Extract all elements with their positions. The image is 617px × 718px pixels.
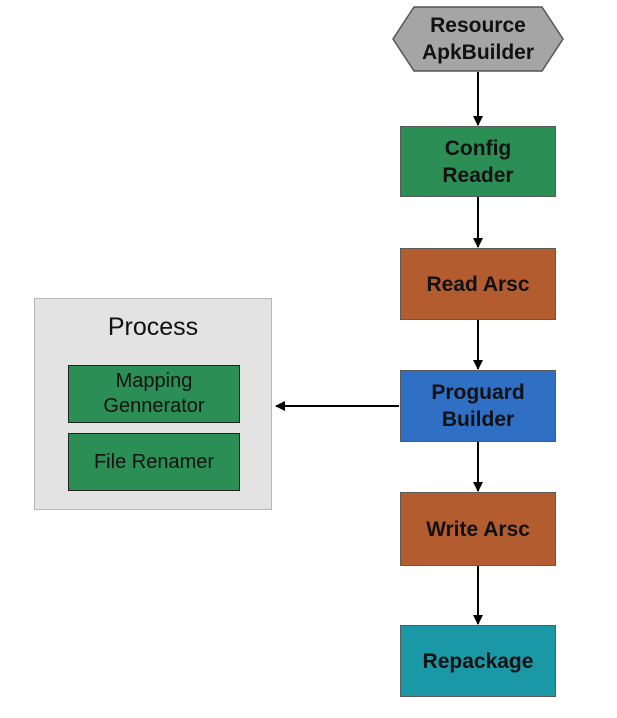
hexagon-shape [392,6,564,72]
process-group: Process Mapping Gennerator File Renamer [34,298,272,510]
start-node-label: Resource ApkBuilder [421,14,534,64]
step-repackage: Repackage [400,625,556,697]
start-node-resource-apkbuilder: Resource ApkBuilder [392,6,564,72]
step-write-arsc: Write Arsc [400,492,556,566]
step-proguard-builder: Proguard Builder [400,370,556,442]
process-title: Process [107,313,199,341]
process-item-file-renamer: File Renamer [68,433,240,491]
process-item-mapping-generator: Mapping Gennerator [68,365,240,423]
step-read-arsc: Read Arsc [400,248,556,320]
step-config-reader: Config Reader [400,126,556,197]
